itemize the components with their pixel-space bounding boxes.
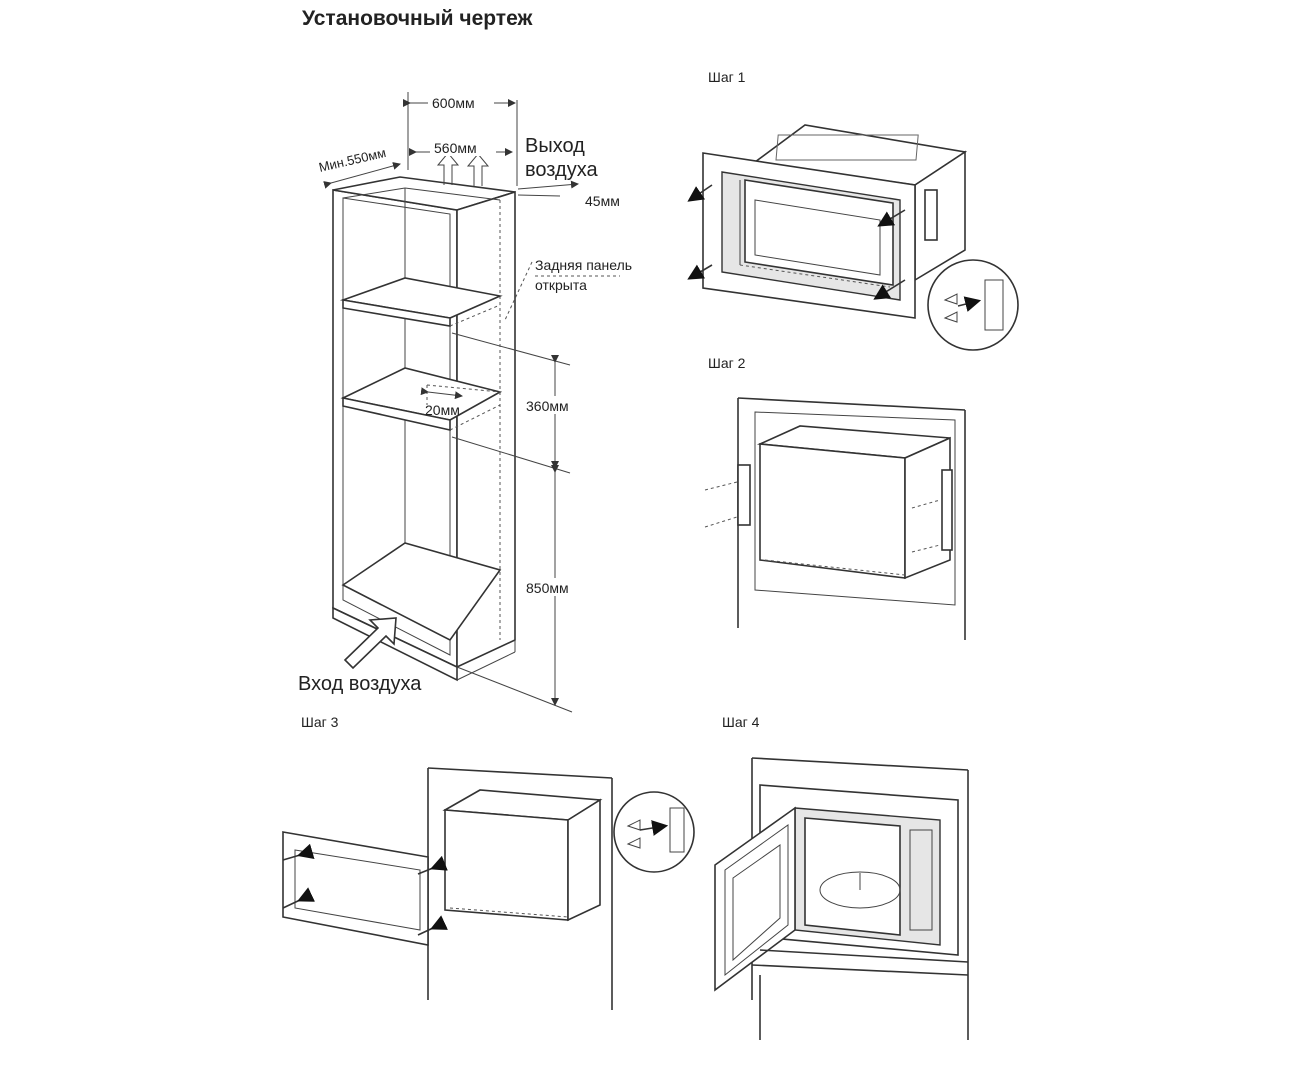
dim-360-label: 360мм (526, 398, 569, 414)
step4-label: Шаг 4 (722, 714, 760, 730)
step1-arrow-icon (687, 184, 713, 202)
step1-label: Шаг 1 (708, 69, 746, 85)
back-panel-label-line2: открыта (535, 277, 587, 293)
back-panel-label-line1: Задняя панель (535, 257, 632, 273)
step1-detail-circle (927, 259, 1019, 351)
step3-trim-frame (282, 831, 429, 946)
step1-arrow-icon (873, 279, 906, 300)
step2-drawing (704, 397, 966, 640)
dim-560-label: 560мм (434, 140, 477, 156)
vent-arrow-icon (466, 153, 490, 186)
cabinet-bottom (341, 542, 502, 642)
step4-open-door (714, 806, 796, 992)
dim-vertical: 360мм 850мм (451, 332, 591, 713)
step1-arrow-icon (687, 264, 713, 280)
step2-label: Шаг 2 (708, 355, 746, 371)
cabinet-opening (342, 197, 451, 656)
air-inlet-label: Вход воздуха (298, 673, 422, 695)
step3-label: Шаг 3 (301, 714, 339, 730)
dim-600: 600мм (403, 92, 518, 186)
page-title: Установочный чертеж (302, 7, 533, 30)
dim-560: 560мм (409, 140, 513, 156)
step4-drawing (714, 757, 969, 1040)
step3-oven (444, 809, 569, 921)
air-inlet-arrow-icon (343, 617, 397, 670)
cabinet-drawing (332, 152, 516, 682)
vent-arrow-icon (436, 152, 460, 185)
dim-600-label: 600мм (432, 95, 475, 111)
dim-45-label: 45мм (585, 193, 620, 209)
dim-20-label: 20мм (425, 402, 460, 418)
step2-oven (759, 443, 906, 579)
dim-min550: Мин.550мм (317, 145, 401, 189)
step3-detail-circle (613, 791, 695, 873)
step1-drawing (687, 124, 1019, 351)
air-outlet-label-line2: воздуха (525, 159, 598, 181)
air-outlet-label-line1: Выход (525, 135, 585, 157)
step1-arrow-icon (877, 209, 906, 227)
step3-drawing (282, 767, 695, 1010)
dim-850-label: 850мм (526, 580, 569, 596)
